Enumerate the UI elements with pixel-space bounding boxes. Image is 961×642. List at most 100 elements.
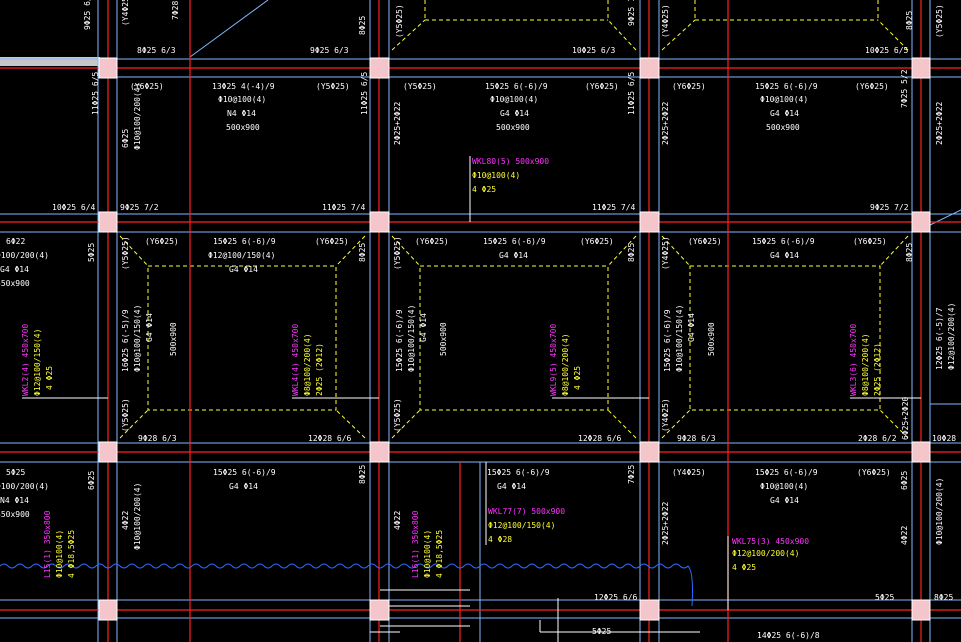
- rebar-annotation: 14Φ25 6(-6)/8: [757, 631, 820, 640]
- rebar-annotation: 500x900: [439, 322, 448, 356]
- rebar-annotation: Φ10@100/150(4): [675, 305, 684, 372]
- rebar-annotation: 4 Φ25: [45, 366, 54, 390]
- rebar-annotation: 10Φ25 6/4: [52, 203, 96, 212]
- rebar-annotation: (Y6Φ25): [415, 237, 449, 246]
- rebar-annotation: Φ8@100/200(4): [561, 333, 570, 396]
- rebar-annotation: Φ8@100/200(4): [303, 333, 312, 396]
- rebar-annotation: Φ10@100(4): [760, 482, 808, 491]
- rebar-annotation: 4 Φ25: [732, 563, 756, 572]
- rebar-annotation: 11Φ25 7/4: [322, 203, 366, 212]
- rebar-annotation: 8Φ25: [358, 243, 367, 262]
- rebar-annotation: G4 Φ14: [770, 109, 799, 118]
- rebar-annotation: Φ10@100/150(4): [133, 305, 142, 372]
- rebar-annotation: G4 Φ14: [419, 313, 428, 342]
- rebar-annotation: G4 Φ14: [770, 496, 799, 505]
- rebar-annotation: G4 Φ14: [687, 313, 696, 342]
- rebar-annotation: (Y4Φ25): [672, 468, 706, 477]
- rebar-annotation: 12Φ25 6/6: [594, 593, 638, 602]
- rebar-annotation: 11Φ25 6/5: [627, 71, 636, 115]
- rebar-annotation: L16(1) 350x800: [411, 510, 420, 578]
- rebar-annotation: (Y5Φ25): [393, 398, 402, 432]
- rebar-annotation: 550x900: [0, 279, 30, 288]
- rebar-annotation: (Y5Φ25): [403, 82, 437, 91]
- rebar-annotation: Φ10@100(4): [218, 95, 266, 104]
- rebar-annotation: G4 Φ14: [145, 313, 154, 342]
- rebar-annotation: 4Φ22: [121, 511, 130, 530]
- rebar-annotation: 9Φ25 1/2: [627, 0, 636, 26]
- rebar-annotation: (Y5Φ25): [935, 4, 944, 38]
- rebar-annotation: N4 Φ14: [227, 109, 256, 118]
- rebar-annotation: 9Φ25 6/3: [310, 46, 349, 55]
- rebar-annotation: (Y6Φ25): [585, 82, 619, 91]
- hidden-beam-layer: [119, 0, 909, 439]
- rebar-annotation: 7Φ25: [627, 465, 636, 484]
- rebar-annotation: WKL4(4) 450x700: [291, 324, 300, 396]
- rebar-annotation: (Y6Φ25): [855, 82, 889, 91]
- rebar-annotation: N4 Φ14: [0, 496, 29, 505]
- leader-line-layer: [22, 156, 921, 642]
- rebar-annotation: Φ10@100/200(4): [133, 83, 142, 150]
- rebar-annotation: 2Φ25 (2Φ12): [315, 343, 324, 396]
- rebar-annotation: (Y5Φ25): [121, 398, 130, 432]
- rebar-annotation: 9Φ28 6/3: [138, 434, 177, 443]
- rebar-annotation: 500x900: [226, 123, 260, 132]
- rebar-annotation: Φ10@100(4): [423, 530, 432, 578]
- rebar-annotation: 8Φ25 6/3: [137, 46, 176, 55]
- rebar-annotation: 12Φ25 6(-5)/7: [935, 307, 944, 370]
- rebar-annotation: 15Φ25 6(-6)/9: [213, 468, 276, 477]
- rebar-annotation: (Y6Φ25): [315, 237, 349, 246]
- rebar-annotation: WKL77(7) 500x900: [488, 507, 565, 516]
- rebar-annotation: 8Φ25: [934, 593, 953, 602]
- rebar-annotation: WKL3(6) 450x700: [849, 324, 858, 396]
- rebar-annotation: 6Φ25: [121, 129, 130, 148]
- rebar-annotation: G4 Φ14: [499, 251, 528, 260]
- rebar-annotation: 9Φ25 7/2: [870, 203, 909, 212]
- rebar-annotation: 15Φ25 6(-6)/9: [483, 237, 546, 246]
- rebar-annotation: 16Φ25 6(-5)/9: [121, 309, 130, 372]
- rebar-annotation: 5Φ25: [6, 468, 25, 477]
- rebar-annotation: 4 Φ18,5Φ25: [435, 530, 444, 578]
- rebar-annotation: Φ100/200(4): [0, 251, 49, 260]
- rebar-annotation: 7Φ28: [171, 1, 180, 20]
- rebar-annotation: (Y4Φ25): [121, 0, 130, 26]
- rebar-annotation: (Y6Φ25): [145, 237, 179, 246]
- rebar-annotation: Φ12@100/200(4): [732, 549, 799, 558]
- rebar-annotation: (Y5Φ25): [393, 236, 402, 270]
- rebar-annotation: 4 Φ18,5Φ25: [67, 530, 76, 578]
- rebar-annotation: Φ12@100/150(4): [33, 329, 42, 396]
- rebar-annotation: 10Φ28 6/: [932, 434, 961, 443]
- rebar-annotation: Φ8@100/200(4): [861, 333, 870, 396]
- rebar-annotation: 5Φ25: [87, 243, 96, 262]
- rebar-annotation: 9Φ28 6/3: [677, 434, 716, 443]
- rebar-annotation: (Y4Φ25): [661, 4, 670, 38]
- rebar-annotation: 11Φ25 6/5: [91, 71, 100, 115]
- rebar-annotation: G4 Φ14: [0, 265, 29, 274]
- rebar-annotation: G4 Φ14: [497, 482, 526, 491]
- rebar-annotation: (Y6Φ25): [580, 237, 614, 246]
- rebar-annotation: (Y5Φ25): [121, 236, 130, 270]
- rebar-annotation: Φ10@100(4): [490, 95, 538, 104]
- rebar-annotation: 4 Φ25: [573, 366, 582, 390]
- rebar-annotation: WKL2(4) 450x700: [21, 324, 30, 396]
- rebar-annotation: 4Φ22: [900, 526, 909, 545]
- rebar-annotation: Φ12@100/150(4): [208, 251, 275, 260]
- rebar-annotation: 11Φ25 7/4: [592, 203, 636, 212]
- rebar-annotation: Φ10@100/150(4): [407, 305, 416, 372]
- rebar-annotation: 500x900: [496, 123, 530, 132]
- rebar-annotation: 15Φ25 6(-6)/9: [485, 82, 548, 91]
- rebar-annotation: 8Φ25: [358, 465, 367, 484]
- rebar-annotation: 15Φ25 6(-6)/9: [755, 468, 818, 477]
- rebar-annotation: 500x900: [766, 123, 800, 132]
- rebar-annotation: 8Φ25: [905, 11, 914, 30]
- rebar-annotation: (Y4Φ25): [661, 398, 670, 432]
- rebar-annotation: 6Φ25: [87, 471, 96, 490]
- rebar-annotation: L15(1) 350x800: [43, 510, 52, 578]
- rebar-annotation: (Y6Φ25): [672, 82, 706, 91]
- rebar-annotation: (Y6Φ25): [130, 82, 164, 91]
- rebar-annotation: Φ10@100/200(4): [935, 478, 944, 545]
- rebar-annotation: Φ10@100(4): [472, 171, 520, 180]
- rebar-annotation: 7Φ25 5/2: [900, 69, 909, 108]
